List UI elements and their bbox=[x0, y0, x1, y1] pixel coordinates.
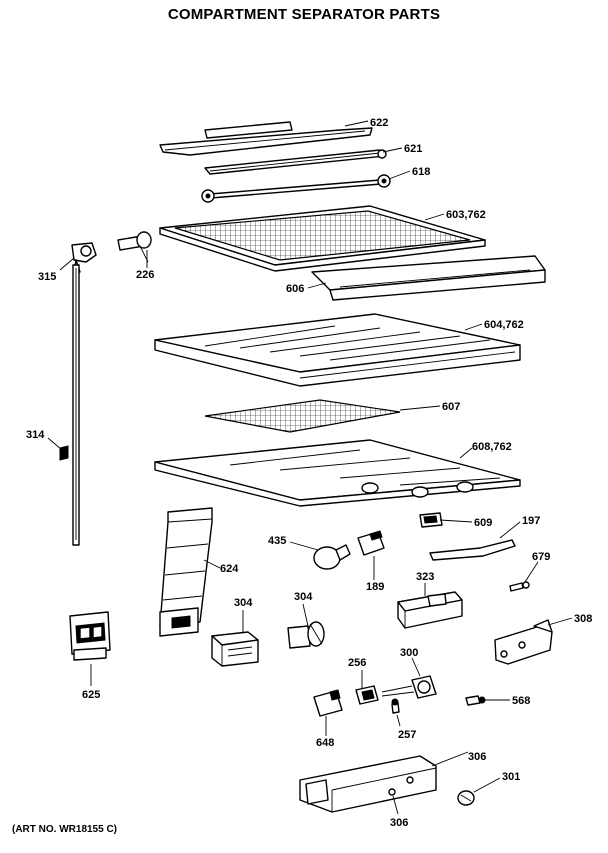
page-title: COMPARTMENT SEPARATOR PARTS bbox=[167, 6, 441, 23]
callout-257: 257 bbox=[398, 729, 416, 741]
callout-621: 621 bbox=[404, 143, 422, 155]
callout-306-bracket: 306 bbox=[468, 751, 486, 763]
callout-226: 226 bbox=[136, 269, 154, 281]
part-621-rail bbox=[204, 149, 387, 175]
part-306-bottom-bracket bbox=[299, 755, 437, 813]
part-604-separator-top bbox=[154, 313, 521, 387]
callout-306-lower: 306 bbox=[390, 817, 408, 829]
part-256-connector bbox=[355, 685, 379, 705]
callout-323: 323 bbox=[416, 571, 434, 583]
part-189-socket bbox=[357, 530, 385, 556]
part-323-housing bbox=[397, 591, 463, 629]
part-609-clip bbox=[419, 512, 443, 528]
part-607-filter-mat bbox=[204, 399, 401, 433]
callout-609: 609 bbox=[474, 517, 492, 529]
part-625-switch bbox=[69, 611, 111, 661]
callout-308: 308 bbox=[574, 613, 592, 625]
part-301-screw bbox=[457, 790, 475, 806]
part-618-rod bbox=[201, 174, 391, 203]
callout-648: 648 bbox=[316, 737, 334, 749]
callout-568: 568 bbox=[512, 695, 530, 707]
part-197-strip bbox=[429, 539, 516, 561]
callout-315: 315 bbox=[38, 271, 56, 283]
part-624-duct-panel bbox=[159, 507, 213, 637]
callout-608-762: 608,762 bbox=[472, 441, 512, 453]
callout-314: 314 bbox=[26, 429, 45, 441]
callout-622: 622 bbox=[370, 117, 388, 129]
part-679-screw bbox=[509, 581, 530, 592]
leader-lines bbox=[47, 120, 573, 815]
callout-606: 606 bbox=[286, 283, 304, 295]
part-300-motor bbox=[381, 675, 437, 699]
part-304-control-box bbox=[211, 631, 259, 667]
callout-604-762: 604,762 bbox=[484, 319, 524, 331]
part-648-sensor bbox=[313, 689, 343, 717]
callout-197: 197 bbox=[522, 515, 540, 527]
callout-labels: 622 621 618 603,762 315 226 606 604,762 … bbox=[26, 117, 592, 829]
callout-304-thermostat: 304 bbox=[294, 591, 313, 603]
callout-256: 256 bbox=[348, 657, 366, 669]
part-308-bracket bbox=[494, 619, 553, 665]
part-603-grille-shelf bbox=[159, 205, 486, 272]
callout-301: 301 bbox=[502, 771, 520, 783]
callout-618: 618 bbox=[412, 166, 430, 178]
callout-679: 679 bbox=[532, 551, 550, 563]
part-314-long-bar bbox=[59, 264, 80, 546]
part-304-thermostat bbox=[287, 621, 325, 649]
callout-189: 189 bbox=[366, 581, 384, 593]
callout-435: 435 bbox=[268, 535, 286, 547]
callout-603-762: 603,762 bbox=[446, 209, 486, 221]
part-435-light-bulb bbox=[313, 544, 351, 570]
part-257-screw bbox=[391, 698, 400, 714]
part-226-plug bbox=[117, 231, 152, 263]
callout-624: 624 bbox=[220, 563, 239, 575]
callout-625: 625 bbox=[82, 689, 100, 701]
part-622-top-cover bbox=[159, 121, 373, 156]
callout-607: 607 bbox=[442, 401, 460, 413]
callout-304-control: 304 bbox=[234, 597, 253, 609]
part-608-separator-bottom bbox=[154, 439, 521, 507]
art-number: (ART NO. WR18155 C) bbox=[12, 824, 118, 835]
part-568-screw bbox=[465, 695, 486, 706]
part-606-front-panel bbox=[311, 255, 546, 301]
callout-300: 300 bbox=[400, 647, 418, 659]
